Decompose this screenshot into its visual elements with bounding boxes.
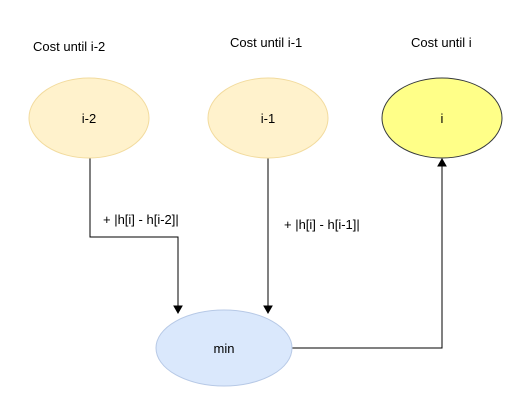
edge-label-i2: + |h[i] - h[i-2]| <box>103 212 179 227</box>
edge-label-i1: + |h[i] - h[i-1]| <box>284 217 360 232</box>
node-i-1-shape <box>207 77 329 159</box>
node-min-shape <box>155 309 293 387</box>
edge-min-to-i <box>292 166 443 349</box>
node-i-label: i <box>441 111 444 126</box>
node-i-2-label: i-2 <box>82 111 96 126</box>
edge-i1-to-min-arrowhead <box>263 305 273 315</box>
edge-i2-to-min-arrowhead <box>173 305 183 315</box>
node-i-2-shape <box>28 77 150 159</box>
header-cost-until-i-2: Cost until i-2 <box>33 39 105 54</box>
edge-i2-to-min <box>89 157 179 306</box>
header-cost-until-i: Cost until i <box>411 35 472 50</box>
node-i-1[interactable]: i-1 <box>207 77 329 159</box>
node-min-label: min <box>214 341 235 356</box>
node-i-shape <box>381 77 503 159</box>
edge-min-to-i-arrowhead <box>437 157 447 167</box>
node-i[interactable]: i <box>381 77 503 159</box>
node-i-2[interactable]: i-2 <box>28 77 150 159</box>
header-cost-until-i-1: Cost until i-1 <box>230 35 302 50</box>
node-min[interactable]: min <box>155 309 293 387</box>
node-i-1-label: i-1 <box>261 111 275 126</box>
